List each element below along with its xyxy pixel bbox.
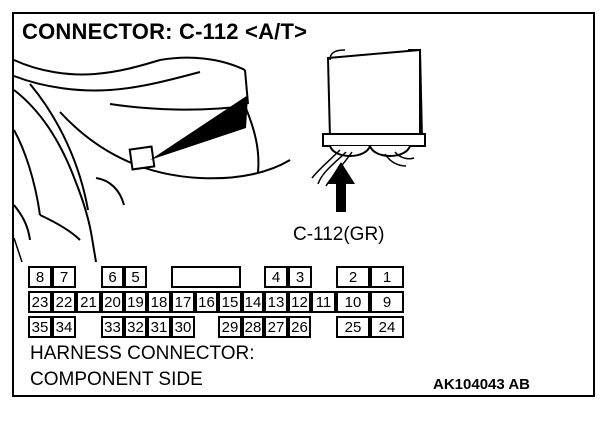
pin-22: 22 — [52, 291, 76, 313]
pin-30: 30 — [171, 316, 195, 338]
pin-18: 18 — [147, 291, 171, 313]
pin-1: 1 — [370, 266, 404, 288]
figure-code: AK104043 AB — [433, 376, 530, 393]
pin-3: 3 — [288, 266, 312, 288]
pin-34: 34 — [52, 316, 76, 338]
pin-35: 35 — [28, 316, 52, 338]
pin-7: 7 — [52, 266, 76, 288]
pin-23: 23 — [28, 291, 52, 313]
pin-28: 28 — [242, 316, 264, 338]
ecu-module-icon — [311, 48, 426, 187]
pin-5: 5 — [124, 266, 147, 288]
pin-31: 31 — [147, 316, 171, 338]
dashboard-drawing — [13, 56, 291, 263]
connector-label: C-112(GR) — [293, 224, 385, 245]
pin-27: 27 — [264, 316, 288, 338]
pin-10: 10 — [336, 291, 370, 313]
pointer-wedge — [150, 95, 248, 160]
pin-4: 4 — [264, 266, 288, 288]
pin-11: 11 — [311, 291, 336, 313]
pin-17: 17 — [171, 291, 195, 313]
pin-16: 16 — [195, 291, 218, 313]
pin-14: 14 — [242, 291, 264, 313]
pin-15: 15 — [218, 291, 242, 313]
pin-2: 2 — [336, 266, 370, 288]
pin-24: 24 — [370, 316, 404, 338]
pin-33: 33 — [101, 316, 124, 338]
pin-8: 8 — [28, 266, 52, 288]
connector-title: CONNECTOR: C-112 <A/T> — [22, 19, 308, 44]
blank-cavity — [171, 266, 241, 288]
pin-6: 6 — [101, 266, 124, 288]
pin-32: 32 — [124, 316, 147, 338]
pin-29: 29 — [218, 316, 242, 338]
dash-connector-icon — [128, 145, 156, 171]
pin-21: 21 — [76, 291, 101, 313]
footer-line-2: COMPONENT SIDE — [30, 369, 203, 390]
footer-line-1: HARNESS CONNECTOR: — [30, 343, 255, 364]
pin-9: 9 — [370, 291, 404, 313]
pin-26: 26 — [288, 316, 311, 338]
pin-19: 19 — [124, 291, 147, 313]
pin-20: 20 — [101, 291, 124, 313]
pin-25: 25 — [336, 316, 370, 338]
arrow-up-icon — [327, 162, 355, 212]
pin-13: 13 — [264, 291, 288, 313]
pin-12: 12 — [288, 291, 311, 313]
